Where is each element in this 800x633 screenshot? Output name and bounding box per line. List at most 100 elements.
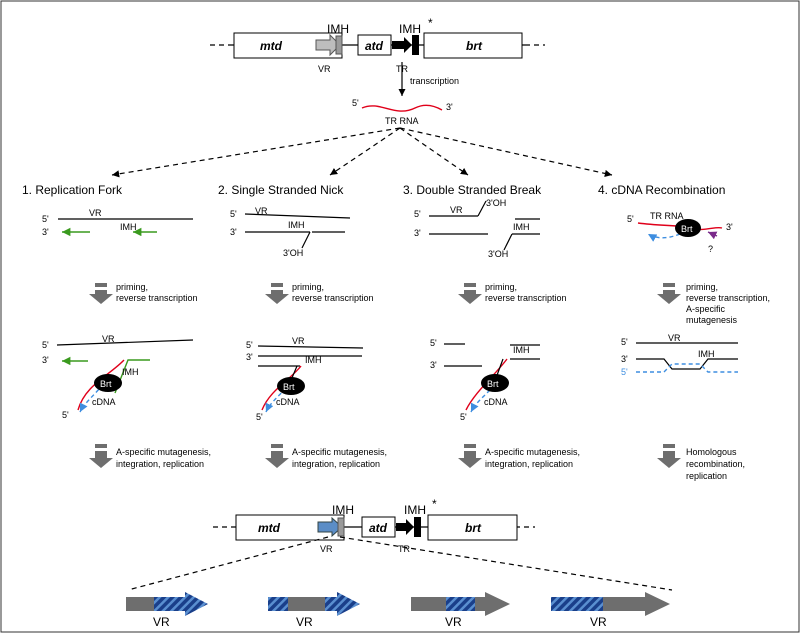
brt-enzyme	[277, 377, 305, 395]
svg-text:VR: VR	[102, 334, 115, 344]
svg-text:3': 3'	[246, 352, 253, 362]
tr-label: TR	[398, 544, 410, 554]
brt-enzyme	[675, 219, 701, 237]
brt-enzyme	[481, 374, 509, 392]
variant-2-label: VR	[296, 615, 313, 629]
variant-1-label: VR	[153, 615, 170, 629]
panel-4-step2-arrow	[657, 444, 681, 468]
panel-3-step1-arrow	[458, 283, 482, 304]
svg-text:3'OH: 3'OH	[283, 248, 303, 258]
svg-text:Brt: Brt	[681, 224, 693, 234]
panel-1-step1-line2: reverse transcription	[116, 293, 198, 303]
imh-star-label: IMH	[399, 22, 421, 36]
vr-variant-2: VR	[268, 592, 360, 629]
panel-1-step2-line1: A-specific mutagenesis,	[116, 447, 211, 457]
svg-text:VR: VR	[89, 208, 102, 218]
brt-enzyme	[94, 374, 122, 392]
imh-label: IMH	[327, 22, 349, 36]
vr-arrow-icon	[315, 33, 341, 57]
svg-text:3': 3'	[42, 227, 49, 237]
panel-4-step2-line2: recombination,	[686, 459, 745, 469]
svg-text:Brt: Brt	[283, 382, 295, 392]
panel-3-step2-line2: integration, replication	[485, 459, 573, 469]
panel-3-step2-line1: A-specific mutagenesis,	[485, 447, 580, 457]
zoom-line-left	[127, 536, 329, 591]
fanout-arrows	[111, 127, 613, 178]
svg-text:cDNA: cDNA	[276, 397, 300, 407]
imh-star-label: IMH	[404, 503, 426, 517]
panel-3-step1-line1: priming,	[485, 282, 517, 292]
panel-3-step2-arrow	[458, 444, 482, 468]
star-label: *	[428, 16, 433, 30]
panel-4-step1-line3: A-specific	[686, 304, 726, 314]
svg-text:IMH: IMH	[305, 355, 322, 365]
svg-text:cDNA: cDNA	[92, 397, 116, 407]
svg-text:3': 3'	[42, 355, 49, 365]
brt-gene-box	[423, 32, 523, 59]
rna-label: TR RNA	[385, 116, 419, 126]
panel-2-step2-line2: integration, replication	[292, 459, 380, 469]
brt-gene-box	[427, 514, 518, 541]
panel-1-step1-line1: priming,	[116, 282, 148, 292]
panel-1-result: 5' VR 3' Brt IMH cDNA 5'	[42, 334, 194, 420]
svg-text:5': 5'	[460, 412, 467, 422]
tr-arrow-icon	[396, 519, 414, 535]
svg-text:VR: VR	[292, 336, 305, 346]
svg-text:5': 5'	[62, 410, 69, 420]
zoom-line-right	[339, 536, 673, 591]
vr-variant-4: VR	[551, 592, 670, 629]
svg-text:5': 5'	[246, 340, 253, 350]
variant-4-label: VR	[590, 615, 607, 629]
imh-block	[337, 517, 345, 537]
panel-3-initial: 5' VR 3'OH 3' IMH 3'OH	[414, 198, 540, 259]
rna-strand	[361, 104, 443, 112]
imh-star-block	[412, 35, 419, 55]
atd-label: atd	[369, 521, 388, 535]
vr-variant-1: VR	[126, 592, 208, 629]
svg-text:5': 5'	[256, 412, 263, 422]
svg-text:5': 5'	[230, 209, 237, 219]
rna-5-label: 5'	[352, 98, 359, 108]
tr-rna: 5' 3' TR RNA	[352, 98, 453, 126]
svg-text:3': 3'	[621, 354, 628, 364]
atd-label: atd	[365, 39, 384, 53]
panel-4-step2-line1: Homologous	[686, 447, 737, 457]
svg-text:IMH: IMH	[288, 220, 305, 230]
panel-2-step1-arrow	[265, 283, 289, 304]
brt-label: brt	[465, 521, 482, 535]
svg-text:3': 3'	[726, 222, 733, 232]
primer-arrow-icon	[707, 231, 718, 240]
vr-label: VR	[318, 64, 331, 74]
panel-4-step1-arrow	[657, 283, 681, 304]
vr-variant-3: VR	[411, 592, 510, 629]
panel-2-title: 2. Single Stranded Nick	[218, 183, 344, 197]
panel-4-step1-line1: priming,	[686, 282, 718, 292]
svg-text:IMH: IMH	[120, 222, 137, 232]
atd-gene-box	[361, 516, 396, 538]
panel-1-title: 1. Replication Fork	[22, 183, 123, 197]
vr-arrow-icon	[317, 516, 343, 538]
variant-3-label: VR	[445, 615, 462, 629]
panel-2-step2-line1: A-specific mutagenesis,	[292, 447, 387, 457]
svg-text:IMH: IMH	[698, 349, 715, 359]
panel-2-step1-line1: priming,	[292, 282, 324, 292]
panel-4-initial: 5' TR RNA 3' Brt ?	[627, 211, 733, 254]
panel-1-step1-arrow	[89, 283, 113, 304]
svg-text:VR: VR	[255, 206, 268, 216]
vr-label: VR	[320, 544, 333, 554]
panel-1-step2-line2: integration, replication	[116, 459, 204, 469]
imh-star-block	[414, 517, 421, 537]
svg-text:IMH: IMH	[122, 367, 139, 377]
svg-text:3'OH: 3'OH	[488, 249, 508, 259]
panel-4-step1-line4: mutagenesis	[686, 315, 738, 325]
panel-4-step2-line3: replication	[686, 471, 727, 481]
svg-text:3': 3'	[414, 228, 421, 238]
svg-text:VR: VR	[668, 333, 681, 343]
star-label: *	[432, 497, 437, 511]
panel-4-step1-line2: reverse transcription,	[686, 293, 770, 303]
bottom-locus: mtd IMH VR atd IMH * TR brt	[213, 497, 535, 554]
panel-1-initial: 5' VR 3' IMH	[42, 208, 193, 237]
